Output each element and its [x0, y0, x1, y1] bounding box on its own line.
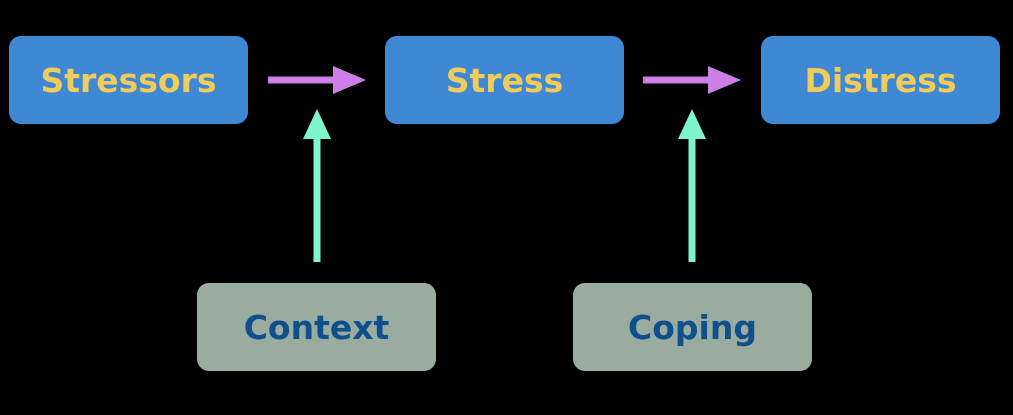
- arrow-stressors-to-stress: [268, 66, 366, 94]
- stressors-label: Stressors: [40, 60, 217, 100]
- distress-node: Distress: [761, 36, 1000, 124]
- arrow-stress-to-distress: [643, 66, 741, 94]
- distress-label: Distress: [804, 60, 957, 100]
- context-node: Context: [197, 283, 436, 371]
- stress-label: Stress: [445, 60, 564, 100]
- stressors-node: Stressors: [9, 36, 248, 124]
- stress-node: Stress: [385, 36, 624, 124]
- context-label: Context: [243, 307, 390, 347]
- arrow-context-up: [303, 109, 331, 262]
- coping-label: Coping: [628, 307, 757, 347]
- arrow-coping-up: [678, 109, 706, 262]
- coping-node: Coping: [573, 283, 812, 371]
